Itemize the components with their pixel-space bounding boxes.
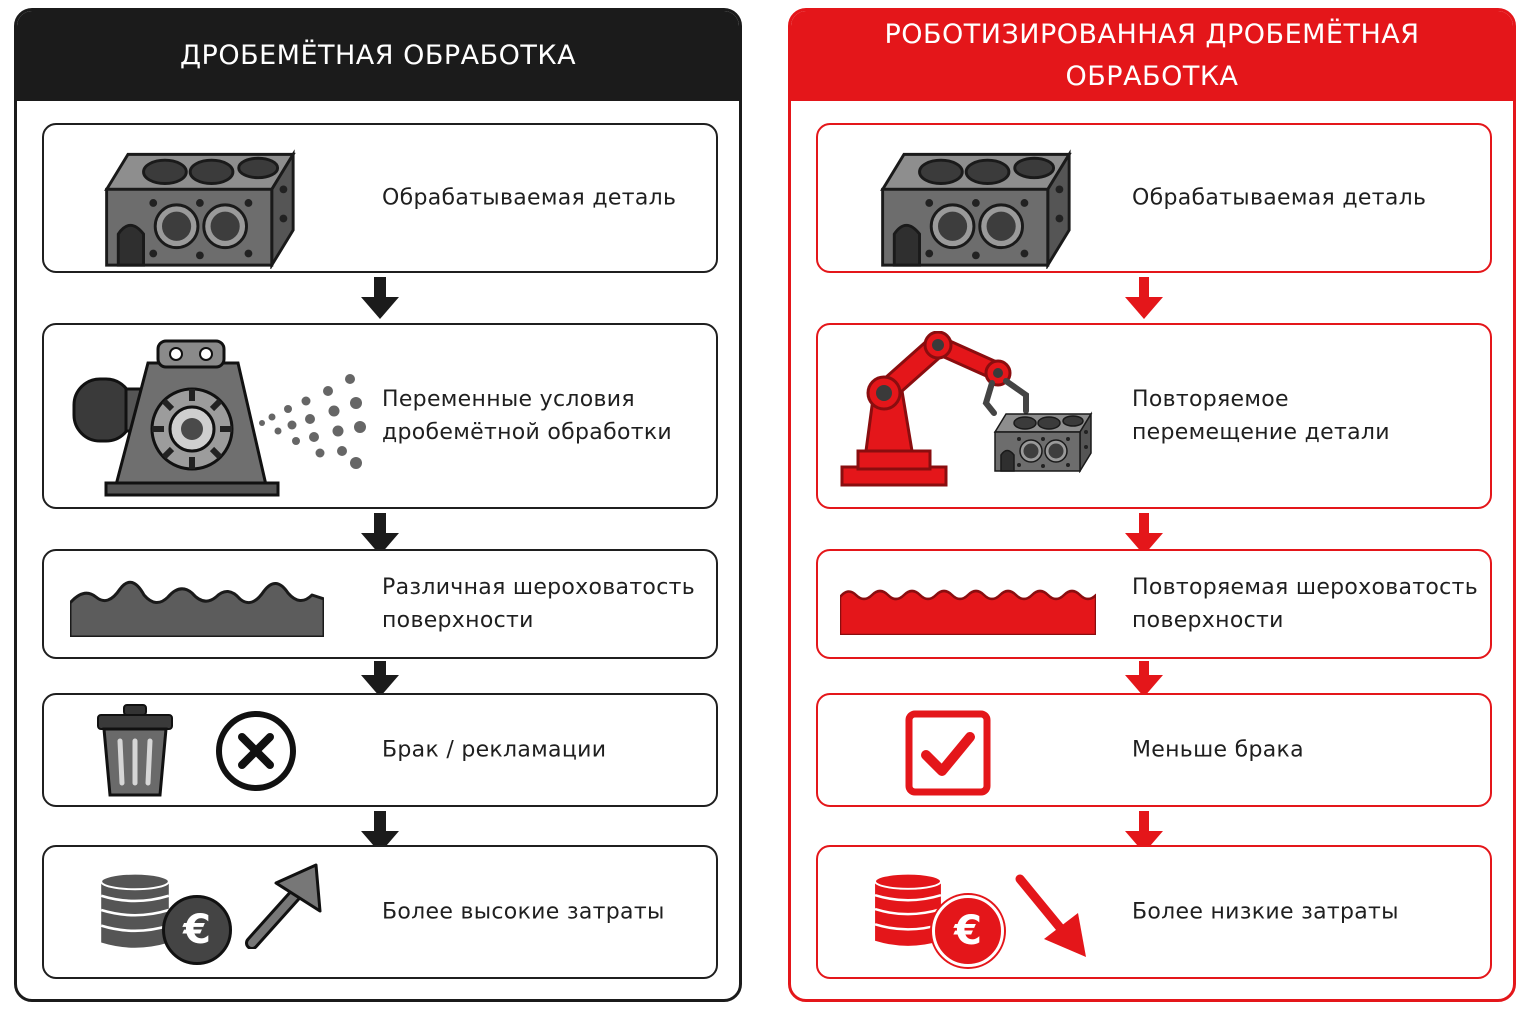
arrow-down-icon: [361, 811, 399, 853]
robotic-shot-blasting-panel: РОБОТИЗИРОВАННАЯ ДРОБЕМЁТНАЯ ОБРАБОТКА О…: [788, 8, 1516, 1002]
panel-title: ДРОБЕМЁТНАЯ ОБРАБОТКА: [179, 40, 577, 71]
engine-block-icon: [862, 133, 1082, 269]
arrow-down-icon: [361, 661, 399, 697]
arrow-down-icon: [1125, 661, 1163, 697]
panel-header: ДРОБЕМЁТНАЯ ОБРАБОТКА: [17, 11, 739, 101]
step-label: Более высокие затраты: [382, 899, 665, 925]
euro-coin-icon: €: [162, 895, 232, 965]
coin-stack-icon: [96, 859, 174, 965]
arrow-down-icon: [361, 277, 399, 319]
arrow-down-icon: [361, 513, 399, 555]
panel-title: РОБОТИЗИРОВАННАЯ ДРОБЕМЁТНАЯ ОБРАБОТКА: [884, 19, 1420, 92]
step-higher-costs: € Более высокие затраты: [42, 845, 718, 979]
arrow-down-right-icon: [1015, 874, 1086, 957]
step-label: Более низкие затраты: [1132, 899, 1399, 925]
panel-header: РОБОТИЗИРОВАННАЯ ДРОБЕМЁТНАЯ ОБРАБОТКА: [791, 11, 1513, 101]
step-workpiece: Обрабатываемая деталь: [42, 123, 718, 273]
arrow-up-right-icon: [245, 863, 322, 949]
step-label: Меньше брака: [1132, 737, 1304, 763]
step-rejects-complaints: Брак / рекламации: [42, 693, 718, 807]
arrow-down-icon: [1125, 811, 1163, 853]
step-fewer-rejects: Меньше брака: [816, 693, 1492, 807]
step-label: Брак / рекламации: [382, 737, 607, 763]
step-workpiece: Обрабатываемая деталь: [816, 123, 1492, 273]
x-circle-icon: [216, 711, 296, 791]
step-label: Обрабатываемая деталь: [382, 185, 677, 211]
engine-block-icon: [86, 133, 306, 269]
step-label: Обрабатываемая деталь: [1132, 185, 1427, 211]
step-lower-costs: € Более низкие затраты: [816, 845, 1492, 979]
trash-bin-icon: [97, 704, 173, 797]
coin-stack-icon: [870, 859, 946, 963]
euro-coin-icon: €: [932, 895, 1004, 967]
conventional-shot-blasting-panel: ДРОБЕМЁТНАЯ ОБРАБОТКА Обрабатываемая дет…: [14, 8, 742, 1002]
shot-blast-wheel-icon: [72, 339, 366, 497]
arrow-down-icon: [1125, 513, 1163, 555]
robot-arm-icon: [840, 331, 1092, 487]
rough-surface-icon: [70, 580, 324, 637]
arrow-down-icon: [1125, 277, 1163, 319]
smooth-surface-icon: [840, 589, 1096, 635]
checkbox-icon: [905, 710, 991, 796]
